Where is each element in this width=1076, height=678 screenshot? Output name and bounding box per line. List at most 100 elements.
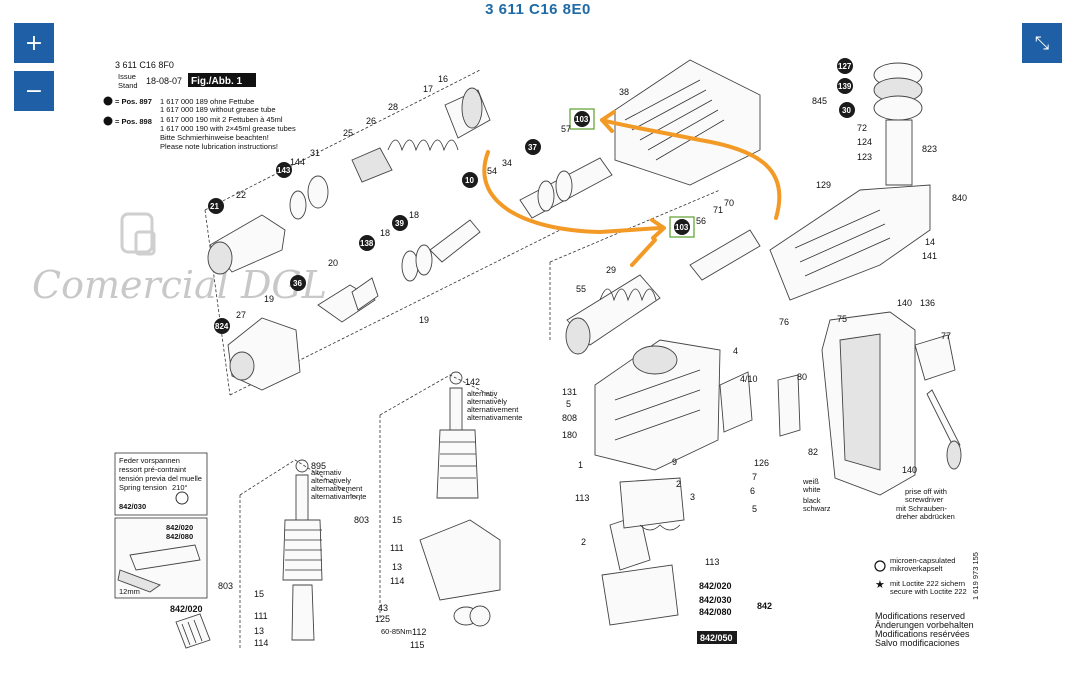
badge-143: 143	[276, 162, 292, 178]
svg-text:25: 25	[343, 128, 353, 138]
svg-text:76: 76	[779, 317, 789, 327]
svg-text:9: 9	[672, 457, 677, 467]
svg-text:126: 126	[754, 458, 769, 468]
svg-text:2: 2	[581, 537, 586, 547]
watermark: Comercial DGL	[32, 212, 327, 307]
svg-text:Salvo modificaciones: Salvo modificaciones	[875, 638, 960, 648]
svg-text:842/050: 842/050	[700, 633, 733, 643]
badge-103-lower: 103	[669, 216, 695, 238]
svg-text:13: 13	[254, 626, 264, 636]
svg-text:17: 17	[423, 84, 433, 94]
zoom-in-button[interactable]: +	[14, 23, 54, 63]
badge-36: 36	[290, 275, 306, 291]
wrench-ref1: 842/020	[166, 523, 193, 532]
svg-text:140: 140	[902, 465, 917, 475]
svg-text:803: 803	[218, 581, 233, 591]
svg-text:dreher abdrücken: dreher abdrücken	[896, 512, 955, 521]
svg-text:34: 34	[502, 158, 512, 168]
svg-text:18: 18	[409, 210, 419, 220]
pos898-line2: 1 617 000 190 with 2×45ml grease tubes	[160, 124, 296, 133]
svg-text:114: 114	[390, 576, 404, 586]
svg-text:143: 143	[277, 166, 291, 175]
armature-assembly-center	[379, 371, 501, 627]
zoom-out-button[interactable]: −	[14, 71, 54, 111]
badge-824: 824	[214, 318, 230, 334]
svg-text:54: 54	[487, 166, 497, 176]
part-labels: 16 17 28 26 25 144 31 22 38 57 54 34 18 …	[218, 74, 967, 650]
note-line1: Bitte Schmierhinweise beachten!	[160, 133, 269, 142]
page-title: 3 611 C16 8E0	[485, 1, 591, 18]
svg-text:845: 845	[812, 96, 827, 106]
svg-text:white: white	[802, 485, 821, 494]
spring-tension-inset: Feder vorspannen ressort pré-contraint t…	[114, 452, 208, 516]
svg-text:16: 16	[438, 74, 448, 84]
header-issue: Issue	[118, 72, 136, 81]
svg-text:823: 823	[922, 144, 937, 154]
svg-text:103: 103	[575, 115, 589, 124]
spring-l1: Feder vorspannen	[119, 456, 180, 465]
svg-text:72: 72	[857, 123, 867, 133]
collapse-fullscreen-button[interactable]: ⤡	[1022, 23, 1062, 63]
svg-text:113: 113	[575, 493, 589, 503]
svg-text:124: 124	[857, 137, 872, 147]
svg-text:123: 123	[857, 152, 872, 162]
arrow-to-upper-103	[600, 118, 782, 220]
svg-text:microen-capsulated: microen-capsulated	[890, 556, 955, 565]
tool-842020	[175, 613, 211, 649]
svg-text:140: 140	[897, 298, 912, 308]
svg-text:842/030: 842/030	[699, 595, 732, 605]
header-stand: Stand	[118, 81, 138, 90]
svg-text:prise off with: prise off with	[905, 487, 947, 496]
svg-text:alternativ: alternativ	[311, 468, 342, 477]
svg-text:38: 38	[619, 87, 629, 97]
svg-text:141: 141	[922, 251, 937, 261]
spring-ref: 842/030	[119, 502, 146, 511]
diagram-header: 3 611 C16 8F0 Issue Stand 18-08-07 Fig./…	[103, 60, 296, 151]
svg-text:1: 1	[578, 460, 583, 470]
svg-text:15: 15	[254, 589, 264, 599]
svg-text:26: 26	[366, 116, 376, 126]
svg-text:842/020: 842/020	[699, 581, 732, 591]
badge-37: 37	[525, 139, 541, 155]
wrench-inset: 842/020 842/080 12mm	[114, 517, 208, 599]
svg-text:115: 115	[410, 640, 424, 650]
svg-text:55: 55	[576, 284, 586, 294]
svg-text:71: 71	[713, 205, 723, 215]
arrow-to-lower-103	[482, 150, 662, 235]
svg-text:895: 895	[311, 461, 326, 471]
svg-text:15: 15	[392, 515, 402, 525]
svg-text:14: 14	[925, 237, 935, 247]
svg-text:180: 180	[562, 430, 577, 440]
svg-text:129: 129	[816, 180, 831, 190]
svg-text:alternativement: alternativement	[467, 405, 519, 414]
svg-text:840: 840	[952, 193, 967, 203]
svg-text:125: 125	[375, 614, 390, 624]
svg-text:824: 824	[215, 322, 229, 331]
svg-text:mit Loctite 222 sichern: mit Loctite 222 sichern	[890, 579, 965, 588]
loctite-star-icon: ★	[875, 578, 885, 591]
svg-text:18: 18	[380, 228, 390, 238]
svg-text:alternativamente: alternativamente	[311, 492, 366, 501]
svg-text:77: 77	[941, 331, 951, 341]
svg-text:803: 803	[354, 515, 369, 525]
badge-127: 127	[837, 58, 853, 74]
legend: microen-capsulated mikroverkapselt ★ mit…	[874, 556, 974, 648]
alt-note-upper: alternativ alternatively alternativement…	[467, 389, 522, 422]
badge-39: 39	[392, 215, 408, 231]
pos897-line2: 1 617 000 189 without grease tube	[160, 105, 276, 114]
note-line2: Please note lubrication instructions!	[160, 142, 278, 151]
svg-text:Änderungen vorbehalten: Änderungen vorbehalten	[875, 620, 974, 630]
header-code: 3 611 C16 8F0	[115, 60, 174, 70]
alt-note-lower: alternativ alternatively alternativement…	[311, 468, 366, 501]
spring-l2: ressort pré-contraint	[119, 465, 187, 474]
svg-text:114: 114	[254, 638, 268, 648]
badge-138: 138	[359, 235, 375, 251]
svg-text:842: 842	[757, 601, 772, 611]
svg-text:142: 142	[465, 377, 480, 387]
svg-text:37: 37	[528, 143, 537, 152]
svg-text:Modifications reserved: Modifications reserved	[875, 611, 965, 621]
badge-30: 30	[839, 102, 855, 118]
svg-text:127: 127	[838, 62, 852, 71]
svg-text:19: 19	[419, 315, 429, 325]
